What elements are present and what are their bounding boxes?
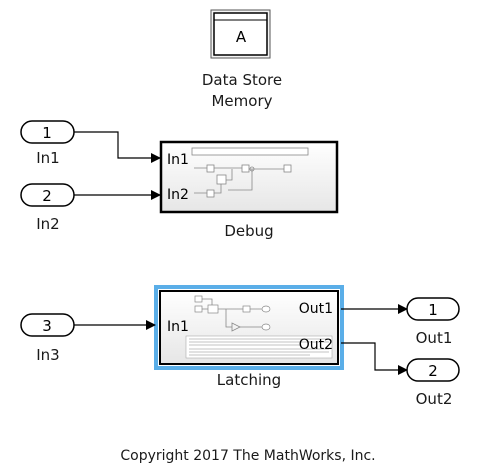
inport-1-block[interactable]: 1	[20, 120, 75, 144]
inport-1-number: 1	[42, 124, 52, 142]
latching-port-in1: In1	[167, 319, 189, 335]
outport-2-label: Out2	[416, 390, 453, 408]
latching-subsystem-block[interactable]	[154, 285, 344, 370]
inport-2-label: In2	[36, 215, 59, 233]
data-store-glyph: A	[236, 28, 247, 46]
debug-preview-thumbnail	[191, 147, 309, 198]
copyright-text: Copyright 2017 The MathWorks, Inc.	[120, 448, 375, 464]
debug-port-in2: In2	[167, 187, 189, 203]
debug-label: Debug	[224, 222, 273, 240]
latching-preview-thumbnail	[185, 295, 333, 359]
outport-2-number: 2	[428, 362, 438, 380]
outport-2-block[interactable]: 2	[406, 358, 460, 382]
selection-highlight	[154, 285, 344, 370]
inport-3-number: 3	[42, 317, 52, 335]
inport-2-block[interactable]: 2	[20, 183, 75, 207]
inport-2-number: 2	[42, 187, 52, 205]
latching-label: Latching	[217, 371, 281, 389]
outport-1-label: Out1	[416, 329, 453, 347]
latching-port-out1: Out1	[299, 301, 333, 317]
wire-in1-to-debug	[74, 131, 161, 163]
inport-3-block[interactable]: 3	[20, 313, 75, 337]
data-store-label-line2: Memory	[211, 92, 272, 110]
data-store-memory-block[interactable]: A	[210, 9, 271, 59]
outport-1-block[interactable]: 1	[406, 297, 460, 321]
data-store-label-line1: Data Store	[202, 71, 282, 89]
inport-3-label: In3	[36, 346, 59, 364]
debug-subsystem-block[interactable]	[159, 140, 339, 214]
wire-latching-to-out2	[341, 342, 408, 375]
latching-port-out2: Out2	[299, 337, 333, 353]
inport-1-label: In1	[36, 149, 59, 167]
outport-1-number: 1	[428, 301, 438, 319]
debug-port-in1: In1	[167, 152, 189, 168]
